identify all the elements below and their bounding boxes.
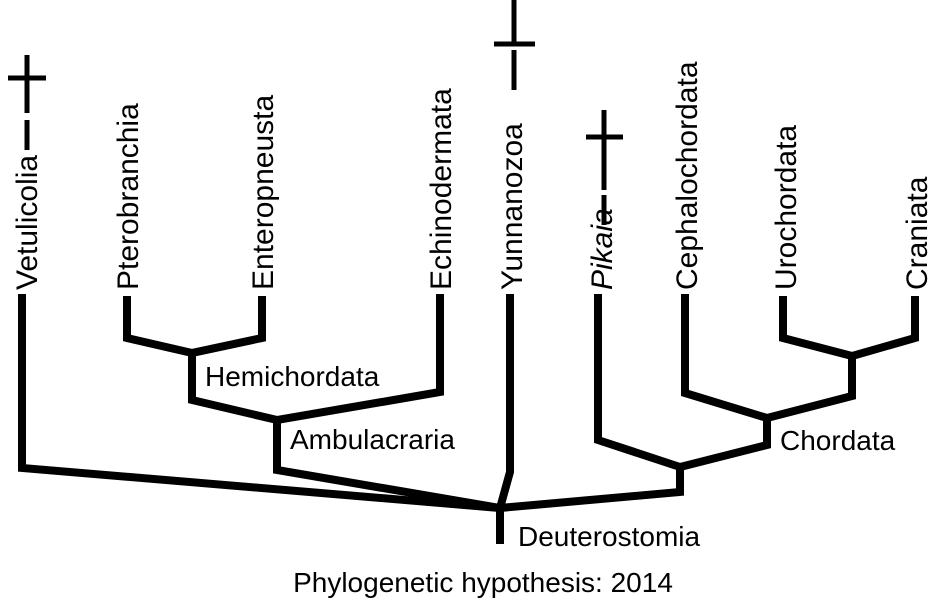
tree-branches: [18, 294, 919, 544]
taxon-label-cephalochordata: Cephalochordata: [671, 61, 704, 290]
branch-yunnanozoa: [495, 294, 514, 513]
taxon-label-pterobranchia: Pterobranchia: [112, 103, 145, 290]
branch-echinodermata: [272, 294, 444, 425]
clade-label-hemichordata: Hemichordata: [205, 361, 380, 392]
taxon-label-yunnanozoa: Yunnanozoa: [496, 123, 529, 290]
branch-urochordata: [779, 296, 857, 361]
taxon-label-echinodermata: Echinodermata: [425, 88, 458, 290]
branch-ambulacraria: [273, 416, 505, 513]
clade-label-ambulacraria: Ambulacraria: [290, 424, 455, 455]
branch-cephalochordata: [681, 294, 772, 423]
branch-pterobranchia: [123, 296, 197, 358]
branch-olfactores: [762, 352, 856, 423]
taxon-label-vetulicolia: Vetulicolia: [11, 155, 44, 290]
extinct-dagger-icon-pikaia: [586, 110, 623, 225]
taxon-label-enteropneusta: Enteropneusta: [247, 95, 280, 290]
branch-chordata-inner: [675, 414, 771, 472]
figure-caption: Phylogenetic hypothesis: 2014: [293, 567, 673, 598]
branch-vetulicolia: [18, 294, 505, 513]
extinct-dagger-icon-vetulicolia: [8, 55, 46, 150]
taxon-label-urochordata: Urochordata: [770, 125, 803, 290]
clade-label-deuterostomia: Deuterostomia: [518, 521, 701, 552]
clade-label-chordata: Chordata: [780, 425, 896, 456]
branch-pikaia: [594, 294, 686, 473]
branch-craniata: [847, 296, 919, 361]
taxon-label-craniata: Craniata: [901, 176, 934, 290]
extinct-dagger-icon-yunnanozoa: [494, 0, 535, 90]
branch-enteropneusta: [187, 296, 266, 358]
branch-hemichordata: [188, 349, 282, 425]
branch-chordata: [495, 463, 684, 513]
